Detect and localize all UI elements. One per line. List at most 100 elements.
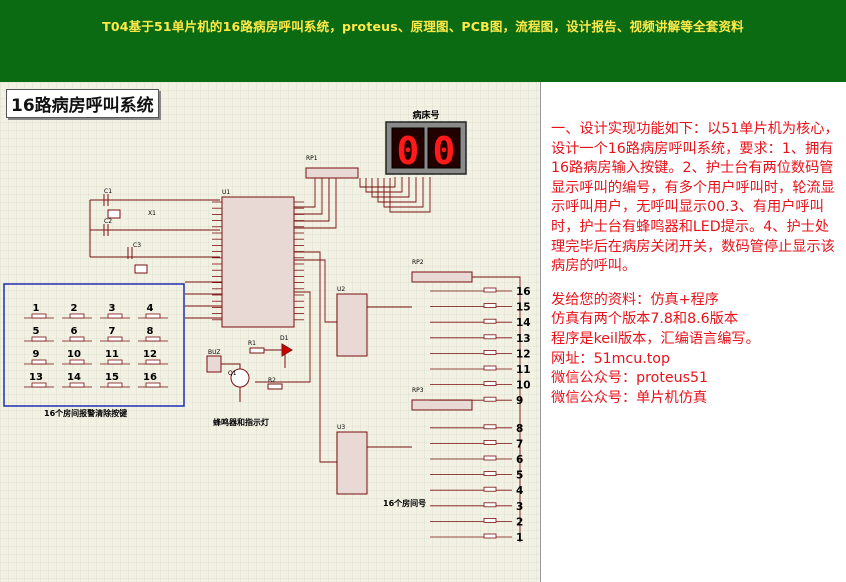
keypad-key: 6 <box>62 326 92 342</box>
info-line-website: 网址：51mcu.top <box>551 350 670 367</box>
info-line-wechat-1: 微信公众号：proteus51 <box>551 370 709 387</box>
room-switch: 8 <box>430 423 523 435</box>
keypad-key-label: 12 <box>143 349 157 360</box>
room-number-label: 8 <box>516 423 523 435</box>
room-switch: 5 <box>430 470 523 482</box>
room-switch: 9 <box>430 395 523 407</box>
info-line-2: 仿真有两个版本7.8和8.6版本 <box>551 311 739 328</box>
keypad-key: 5 <box>24 326 54 342</box>
resistor-pack-rp2 <box>411 271 473 283</box>
room-switch: 6 <box>430 454 523 466</box>
keypad-key: 11 <box>100 349 130 365</box>
keypad-key-label: 1 <box>33 303 40 314</box>
label-c2: C2 <box>104 218 112 225</box>
keypad-key-label: 15 <box>105 372 119 383</box>
keypad-key-label: 5 <box>33 326 40 337</box>
label-u1: U1 <box>222 189 230 196</box>
keypad-key-label: 6 <box>71 326 78 337</box>
schematic-diagram: C1 C2 C3 X1 U1 RP1 RP2 RP3 U2 U3 <box>0 82 540 582</box>
room-number-label: 15 <box>516 302 531 314</box>
resistor-pack-rp1 <box>305 167 359 179</box>
room-number-label: 6 <box>516 454 523 466</box>
room-switch: 10 <box>430 380 531 392</box>
bus-wires <box>185 177 521 542</box>
schematic-panel: C1 C2 C3 X1 U1 RP1 RP2 RP3 U2 U3 <box>0 82 541 582</box>
keypad-key-label: 13 <box>29 372 43 383</box>
label-r2: R2 <box>268 377 276 384</box>
room-switch: 3 <box>430 501 523 513</box>
display-digit-tens: 0 <box>397 129 420 173</box>
room-number-label: 16 <box>516 286 531 298</box>
room-number-label: 12 <box>516 348 531 360</box>
room-number-label: 5 <box>516 470 523 482</box>
keypad-key-label: 9 <box>33 349 40 360</box>
label-u2: U2 <box>337 286 345 293</box>
label-r1: R1 <box>248 340 256 347</box>
keypad-key: 9 <box>24 349 54 365</box>
schematic-title: 16路病房呼叫系统 <box>6 89 159 118</box>
keypad-key: 7 <box>100 326 130 342</box>
keypad-key: 4 <box>138 303 168 319</box>
decoder-u3 <box>336 431 368 495</box>
keypad-key: 14 <box>62 372 92 388</box>
label-u3: U3 <box>337 424 345 431</box>
oscillator-circuit <box>89 194 220 274</box>
room-switch: 7 <box>430 438 523 450</box>
label-rp3: RP3 <box>412 387 424 394</box>
label-rp2: RP2 <box>412 259 424 266</box>
room-switch: 16 <box>430 286 531 298</box>
room-switch: 4 <box>430 485 523 497</box>
keypad-key: 13 <box>24 372 54 388</box>
keypad-key-label: 16 <box>143 372 157 383</box>
description-panel: 一、设计实现功能如下：以51单片机为核心，设计一个16路病房呼叫系统，要求：1、… <box>551 120 843 408</box>
display-label: 病床号 <box>412 109 439 121</box>
resistor-pack-rp3 <box>411 399 473 411</box>
keypad-caption: 16个房间报警清除按键 <box>44 408 127 418</box>
room-switches: 16 15 14 13 12 11 10 9 8 7 6 5 4 3 2 1 <box>430 286 531 544</box>
keypad-key: 2 <box>62 303 92 319</box>
keypad-key: 3 <box>100 303 130 319</box>
keypad-key-label: 14 <box>67 372 81 383</box>
room-switch: 2 <box>430 516 523 528</box>
label-x1: X1 <box>148 210 156 217</box>
label-q1: Q1 <box>228 370 237 377</box>
buzzer-circuit <box>206 343 293 402</box>
keypad-key: 1 <box>24 303 54 319</box>
mcu-u1 <box>221 196 295 328</box>
function-description: 一、设计实现功能如下：以51单片机为核心，设计一个16路病房呼叫系统，要求：1、… <box>551 121 839 275</box>
keypad-key-label: 10 <box>67 349 81 360</box>
room-switch: 12 <box>430 348 531 360</box>
room-number-label: 11 <box>516 364 531 376</box>
room-number-label: 3 <box>516 501 523 513</box>
decoder-u2 <box>336 293 368 357</box>
buzzer-caption: 蜂鸣器和指示灯 <box>213 417 269 427</box>
label-rp1: RP1 <box>306 155 318 162</box>
room-number-label: 13 <box>516 333 531 345</box>
keypad-key-label: 4 <box>147 303 154 314</box>
info-line-3: 程序是keil版本，汇编语言编写。 <box>551 330 760 347</box>
room-number-label: 7 <box>516 438 523 450</box>
room-number-label: 2 <box>516 516 523 528</box>
keypad-key: 12 <box>138 349 168 365</box>
room-number-label: 10 <box>516 380 531 392</box>
keypad-key-label: 2 <box>71 303 78 314</box>
keypad-frame <box>3 283 185 407</box>
keypad-key: 8 <box>138 326 168 342</box>
info-line-wechat-2: 微信公众号：单片机仿真 <box>551 389 708 406</box>
keypad-key-label: 7 <box>109 326 116 337</box>
room-switch: 11 <box>430 364 531 376</box>
label-d1: D1 <box>280 335 289 342</box>
keypad-key: 10 <box>62 349 92 365</box>
label-buz: BUZ <box>208 349 221 356</box>
room-number-label: 4 <box>516 485 523 497</box>
display-digit-ones: 0 <box>433 129 456 173</box>
keypad-key-label: 8 <box>147 326 154 337</box>
room-number-label: 14 <box>516 317 531 329</box>
label-c1: C1 <box>104 188 112 195</box>
keypad-key: 16 <box>138 372 168 388</box>
top-banner: T04基于51单片机的16路病房呼叫系统，proteus、原理图、PCB图，流程… <box>0 0 846 82</box>
room-switch: 1 <box>430 532 523 544</box>
keypad-key: 15 <box>100 372 130 388</box>
label-c3: C3 <box>133 242 141 249</box>
room-switch: 15 <box>430 302 531 314</box>
